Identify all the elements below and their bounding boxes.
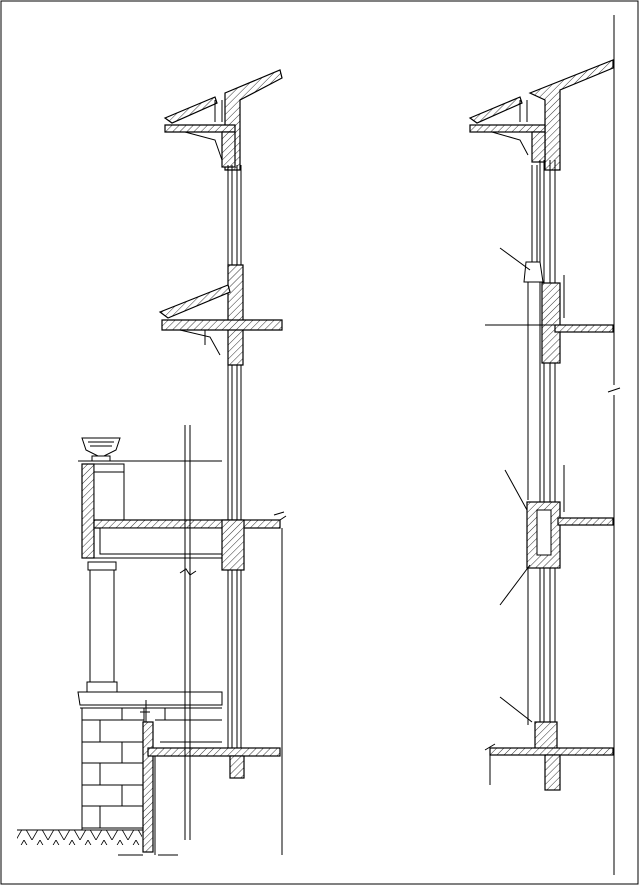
right-lower-floor	[526, 465, 614, 725]
right-middle-floor	[485, 275, 614, 500]
masonry-base	[77, 691, 223, 831]
middle-cornice	[158, 264, 283, 366]
balcony	[78, 437, 287, 571]
right-section	[468, 15, 621, 875]
column	[86, 561, 118, 693]
right-window-mullions	[523, 160, 556, 750]
vertical-pipe	[179, 425, 197, 840]
left-section	[17, 69, 287, 856]
right-base	[484, 721, 614, 791]
ground-line	[17, 829, 142, 845]
upper-cornice	[163, 69, 283, 171]
left-window-mullions	[227, 165, 242, 755]
foundation-wall	[118, 700, 281, 856]
right-boundary-line	[607, 15, 621, 875]
leader-lines	[499, 247, 533, 723]
right-upper-cornice	[468, 59, 614, 171]
